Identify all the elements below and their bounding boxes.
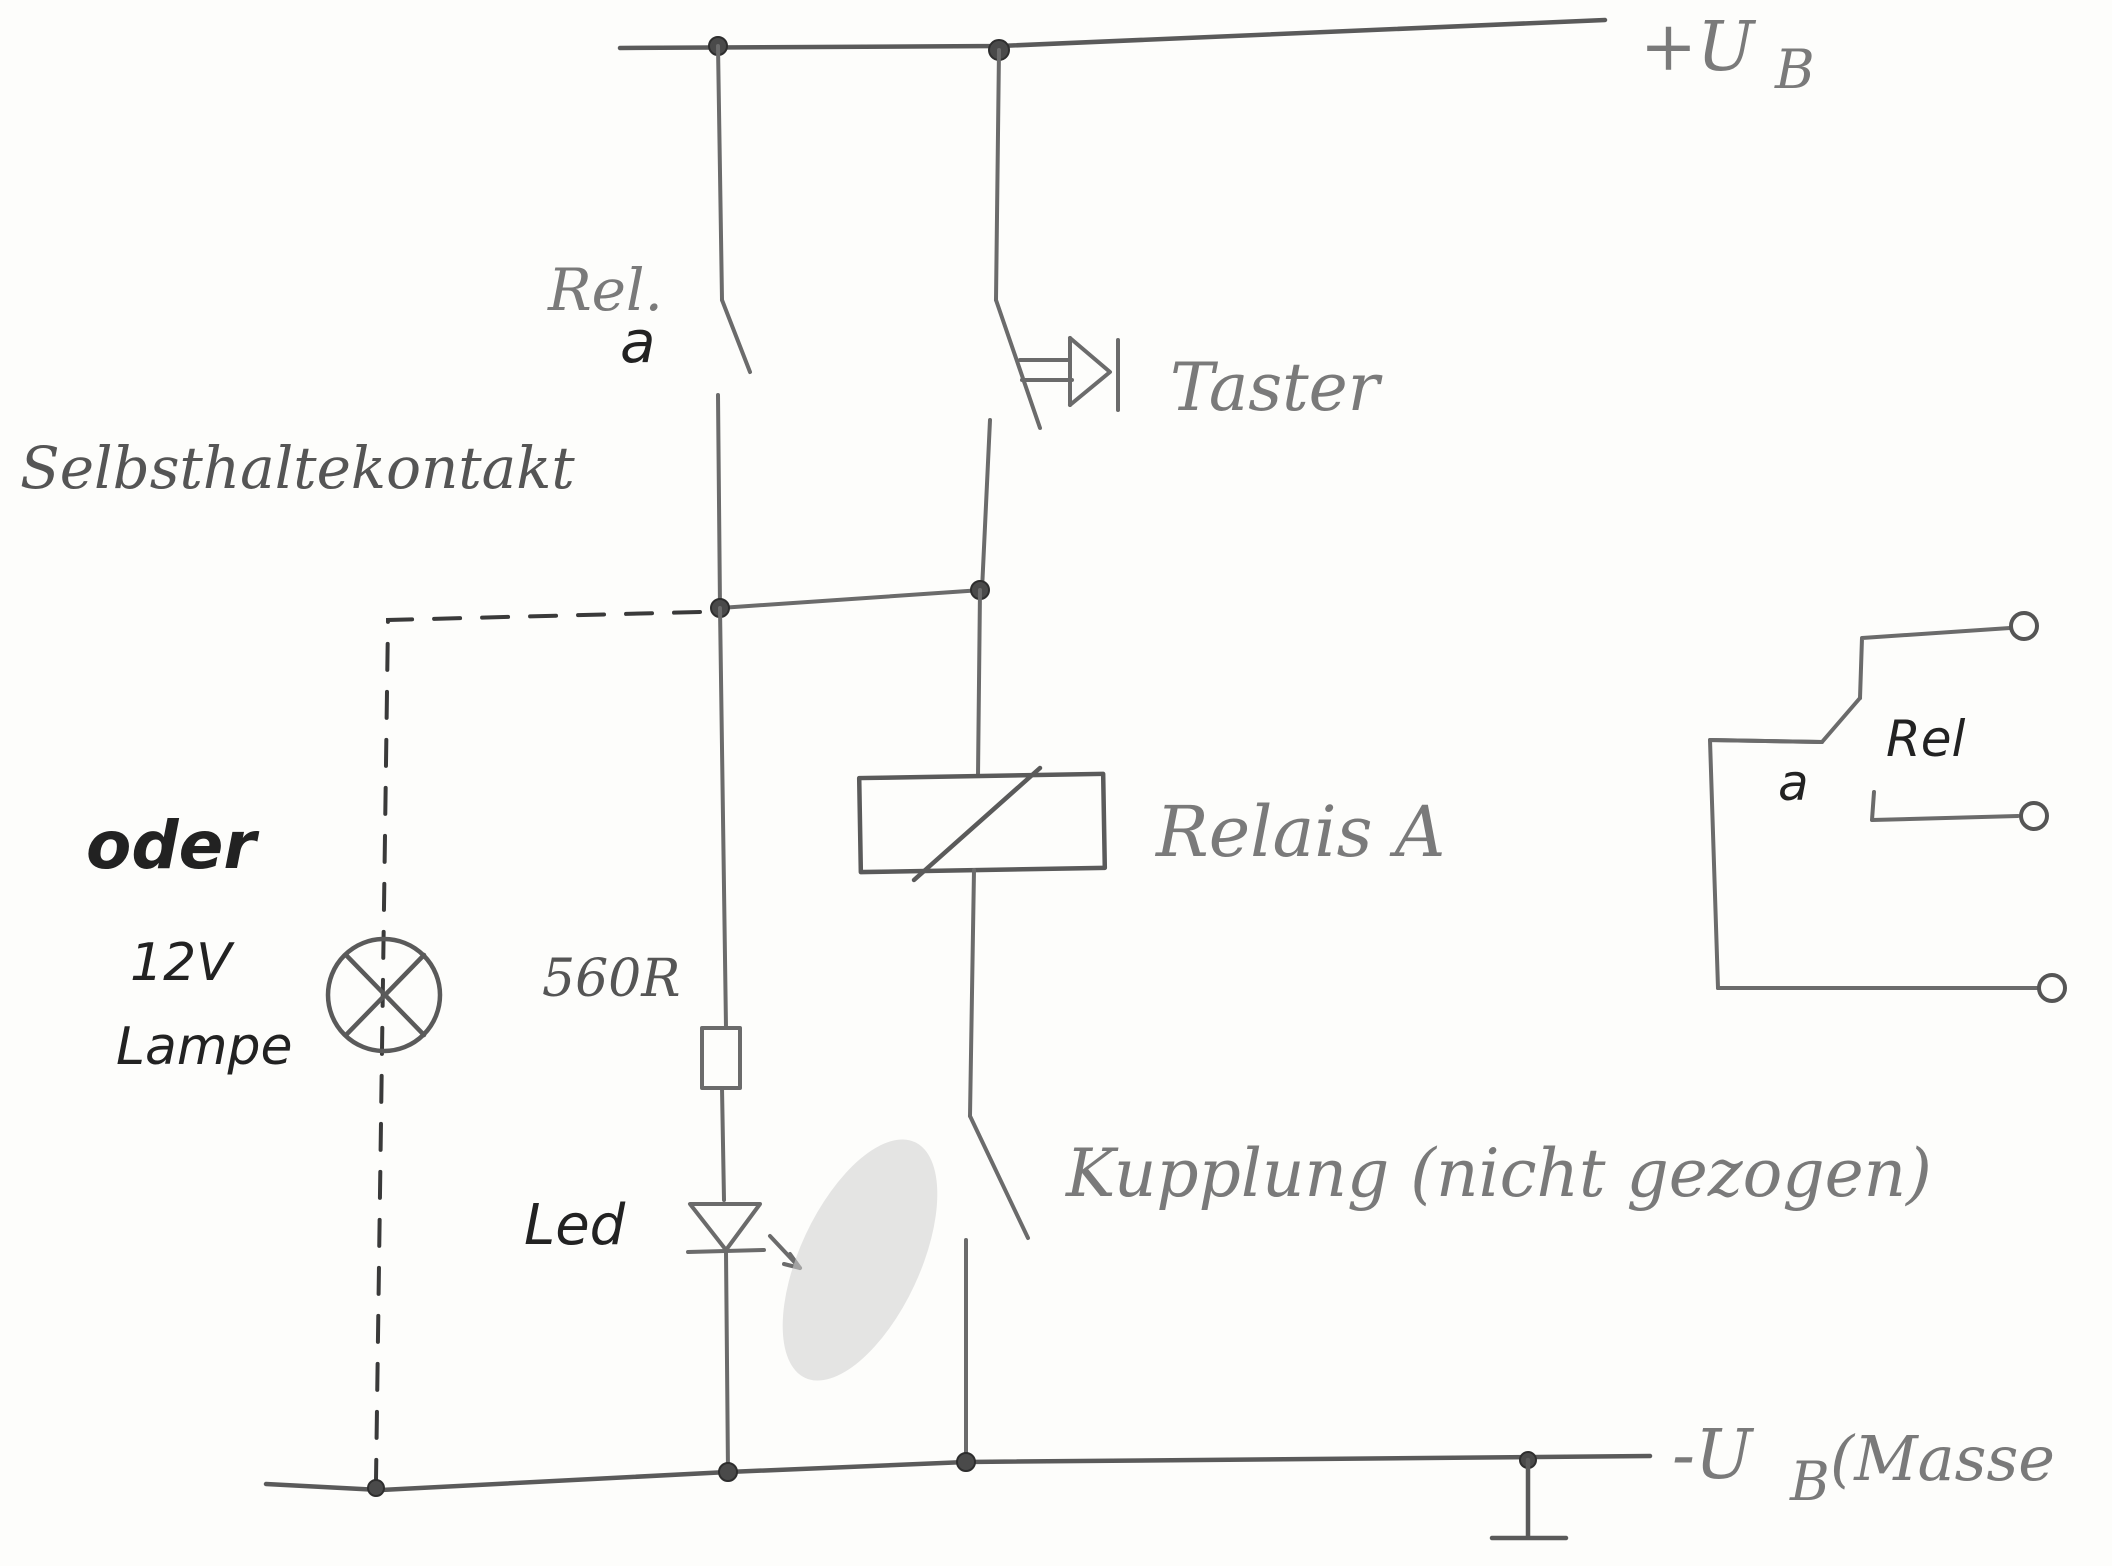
clutch-switch-blade <box>968 1114 1030 1240</box>
lamp-symbol <box>325 936 443 1054</box>
pencil-smudge <box>782 1139 938 1381</box>
wire <box>718 588 984 610</box>
rel-label: Rel. <box>547 256 663 324</box>
push-button-label: Taster <box>1170 349 1383 426</box>
supply-minus-note: (Masse <box>1830 1422 2055 1495</box>
wire <box>724 1250 730 1474</box>
led-symbol <box>686 1202 802 1270</box>
led-label: Led <box>524 1193 626 1258</box>
lamp-voltage-label: 12V <box>130 933 235 993</box>
wire <box>976 588 982 778</box>
wire <box>720 1086 726 1202</box>
wire <box>716 393 722 610</box>
rel-contact-label: a <box>620 308 656 376</box>
relay-coil-slash <box>911 765 1043 883</box>
resistor <box>700 1026 742 1090</box>
lamp-cross <box>343 952 427 1038</box>
supply-minus-subscript: B <box>1789 1450 1830 1513</box>
wire <box>994 48 1001 302</box>
inset-contact-label: a <box>1778 754 1809 812</box>
lamp-label: Lampe <box>116 1017 293 1077</box>
ground-symbol <box>1489 1457 1569 1541</box>
positive-rail <box>617 17 1608 51</box>
wire <box>968 868 976 1118</box>
terminal-top <box>2009 611 2039 641</box>
dashed-alternative-wire <box>374 610 702 1482</box>
inset-rel-label: Rel <box>1886 710 1966 768</box>
relay-coil <box>856 771 1108 875</box>
relay-contact-inset <box>1708 611 2067 1003</box>
self-hold-contact-label: Selbsthaltekontakt <box>20 434 575 502</box>
terminal-middle <box>2019 801 2049 831</box>
wire <box>980 418 992 592</box>
self-hold-switch-blade <box>720 298 752 374</box>
wire <box>716 44 724 302</box>
clutch-label: Kupplung (nicht gezogen) <box>1065 1135 1932 1212</box>
junction-node <box>367 1479 385 1497</box>
relay-label: Relais A <box>1154 791 1445 873</box>
resistor-label: 560R <box>542 949 680 1009</box>
supply-plus-label: +U <box>1640 8 1757 87</box>
junction-node <box>718 1462 738 1482</box>
or-label: oder <box>86 807 259 884</box>
supply-minus-label: -U <box>1672 1416 1755 1495</box>
wire <box>718 606 728 1030</box>
junction-node <box>956 1452 976 1472</box>
terminal-bottom <box>2037 973 2067 1003</box>
push-button-actuator <box>1018 336 1120 412</box>
push-button-blade <box>994 298 1042 430</box>
supply-plus-subscript: B <box>1774 38 1815 101</box>
